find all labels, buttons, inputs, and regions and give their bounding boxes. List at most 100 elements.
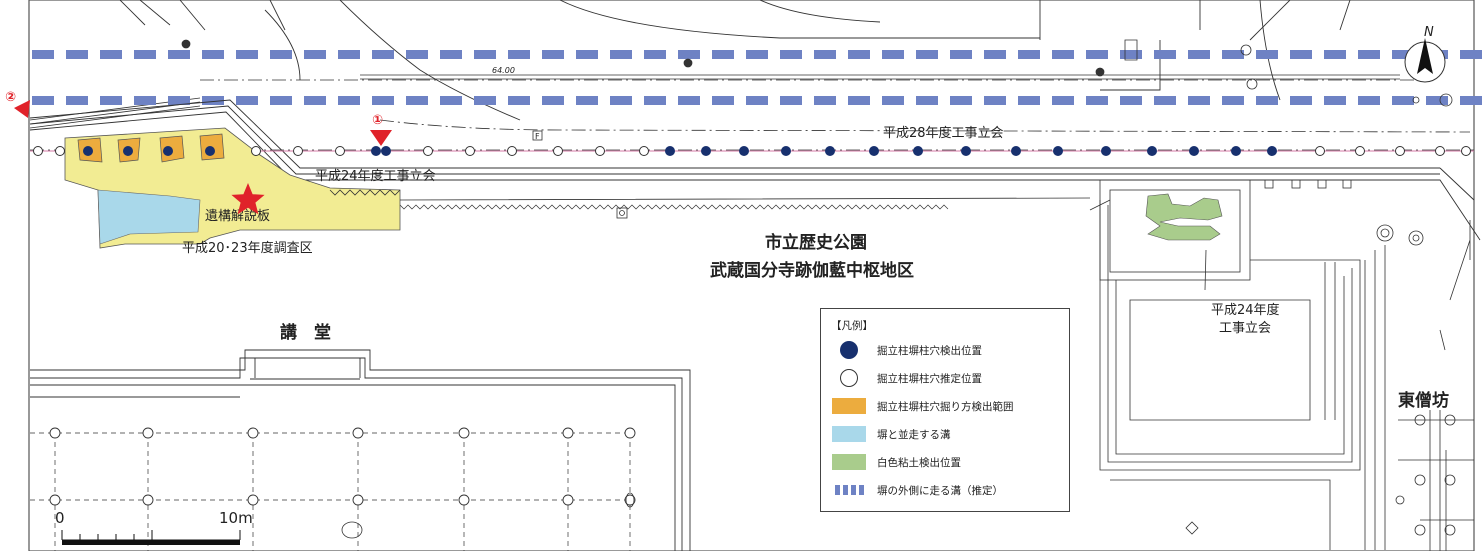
outer-ditch-segment: [678, 50, 700, 59]
found-post-hole: [1101, 146, 1111, 156]
outer-ditch-segment: [1222, 50, 1244, 59]
found-post-hole: [83, 146, 93, 156]
outer-ditch-segment: [406, 96, 428, 105]
found-post-hole: [913, 146, 923, 156]
outer-ditch-segment: [474, 96, 496, 105]
outer-ditch-segment: [1256, 96, 1278, 105]
column-marker: [624, 494, 636, 506]
outer-ditch-segment: [610, 50, 632, 59]
legend-item-dig-range: 掘立柱塀柱穴掘り方検出範囲: [831, 395, 1014, 417]
column-marker: [142, 494, 154, 506]
column-base: [625, 492, 635, 508]
outer-ditch-segment: [1324, 96, 1346, 105]
found-post-hole: [163, 146, 173, 156]
outer-ditch-segment: [338, 50, 360, 59]
outer-ditch-segment: [32, 96, 54, 105]
outer-ditch-segment: [984, 50, 1006, 59]
outer-ditch-segment: [950, 50, 972, 59]
outer-ditch-segment: [1358, 96, 1380, 105]
lecture-hall-column-grid: [30, 427, 636, 551]
outer-ditch-segment: [202, 50, 224, 59]
outer-ditch-segment: [814, 96, 836, 105]
marker-2-label: ②: [5, 90, 16, 105]
outer-ditch-segment: [134, 50, 156, 59]
outer-ditch-segment: [236, 50, 258, 59]
legend-label: 掘立柱塀柱穴掘り方検出範囲: [877, 400, 1014, 413]
outer-ditch-segment: [134, 96, 156, 105]
outer-ditch-segment: [1290, 96, 1312, 105]
found-post-hole: [825, 146, 835, 156]
east-quarters-label: 東僧坊: [1398, 390, 1449, 411]
found-post-hole: [1231, 146, 1241, 156]
outer-ditch-segment: [304, 96, 326, 105]
outer-ditch-segment: [100, 96, 122, 105]
outer-ditch-segment: [1188, 50, 1210, 59]
park-name-line1: 市立歴史公園: [765, 232, 867, 253]
h24-site-label: 平成24年度工事立会: [315, 168, 436, 184]
marker-2-arrow: [14, 100, 30, 118]
orange-swatch-icon: [832, 398, 866, 414]
outer-ditch-segment: [508, 50, 530, 59]
estimated-post-hole: [1435, 146, 1445, 156]
outer-ditch-segment: [1460, 50, 1482, 59]
outer-ditch-segment: [474, 50, 496, 59]
outer-ditch-segment: [1290, 50, 1312, 59]
outer-ditch-segment: [1460, 96, 1482, 105]
column-base: [341, 521, 363, 539]
excavation-zigzag: [399, 204, 949, 210]
map-frame: [28, 0, 1475, 551]
panel-label: 遺構解説板: [205, 208, 270, 224]
outer-ditch-segment: [678, 96, 700, 105]
wall-band: [29, 99, 1481, 241]
outer-ditch-segment: [610, 96, 632, 105]
outer-ditch-segment: [746, 50, 768, 59]
misc-symbols: [181, 39, 1453, 535]
legend-item-outer-ditch: 塀の外側に走る溝（推定）: [831, 479, 1003, 501]
park-name-line2: 武蔵国分寺跡伽藍中枢地区: [710, 260, 914, 281]
outer-ditch-segment: [882, 50, 904, 59]
legend-title: 【凡例】: [831, 320, 873, 332]
scale-bar: [61, 530, 241, 545]
estimated-post-hole: [1355, 146, 1365, 156]
estimated-post-hole: [423, 146, 433, 156]
estimated-post-hole: [595, 146, 605, 156]
outer-ditch-segment: [542, 96, 564, 105]
panel-star-icon: [231, 183, 265, 215]
outer-ditch-segment: [168, 50, 190, 59]
outer-ditch-segment: [66, 50, 88, 59]
contour-label: 64.00: [492, 66, 515, 75]
legend-label: 掘立柱塀柱穴推定位置: [877, 372, 982, 385]
found-post-hole: [371, 146, 381, 156]
open-circle-icon: [840, 369, 858, 387]
marker-1-triangle: [370, 130, 392, 146]
outer-ditch-segment: [1222, 96, 1244, 105]
grid-f-label: F: [535, 132, 540, 141]
white-clay-area: [1145, 193, 1223, 241]
outer-ditch-segment: [644, 50, 666, 59]
east-quarters-outline: [1395, 220, 1474, 551]
outer-ditch-segment: [1358, 50, 1380, 59]
estimated-post-hole: [55, 146, 65, 156]
outer-ditch-segment: [1426, 96, 1448, 105]
outer-ditch-segment: [270, 96, 292, 105]
fence-post-holes: [33, 146, 1471, 156]
found-post-hole: [781, 146, 791, 156]
column-marker: [49, 494, 61, 506]
column-marker: [624, 427, 636, 439]
outer-ditch-segment: [712, 50, 734, 59]
found-post-hole: [869, 146, 879, 156]
outer-ditch-segment: [1392, 50, 1414, 59]
column-marker: [352, 427, 364, 439]
found-post-hole: [961, 146, 971, 156]
outer-ditch-segment: [168, 96, 190, 105]
column-marker: [352, 494, 364, 506]
estimated-post-hole: [33, 146, 43, 156]
outer-ditch-segment: [576, 96, 598, 105]
estimated-post-hole: [1315, 146, 1325, 156]
outer-ditch-segment: [882, 96, 904, 105]
estimated-post-hole: [293, 146, 303, 156]
outer-ditch-segment: [66, 96, 88, 105]
outer-ditch-segment: [440, 50, 462, 59]
legend-item-found: 掘立柱塀柱穴検出位置: [831, 339, 982, 361]
estimated-post-hole: [335, 146, 345, 156]
